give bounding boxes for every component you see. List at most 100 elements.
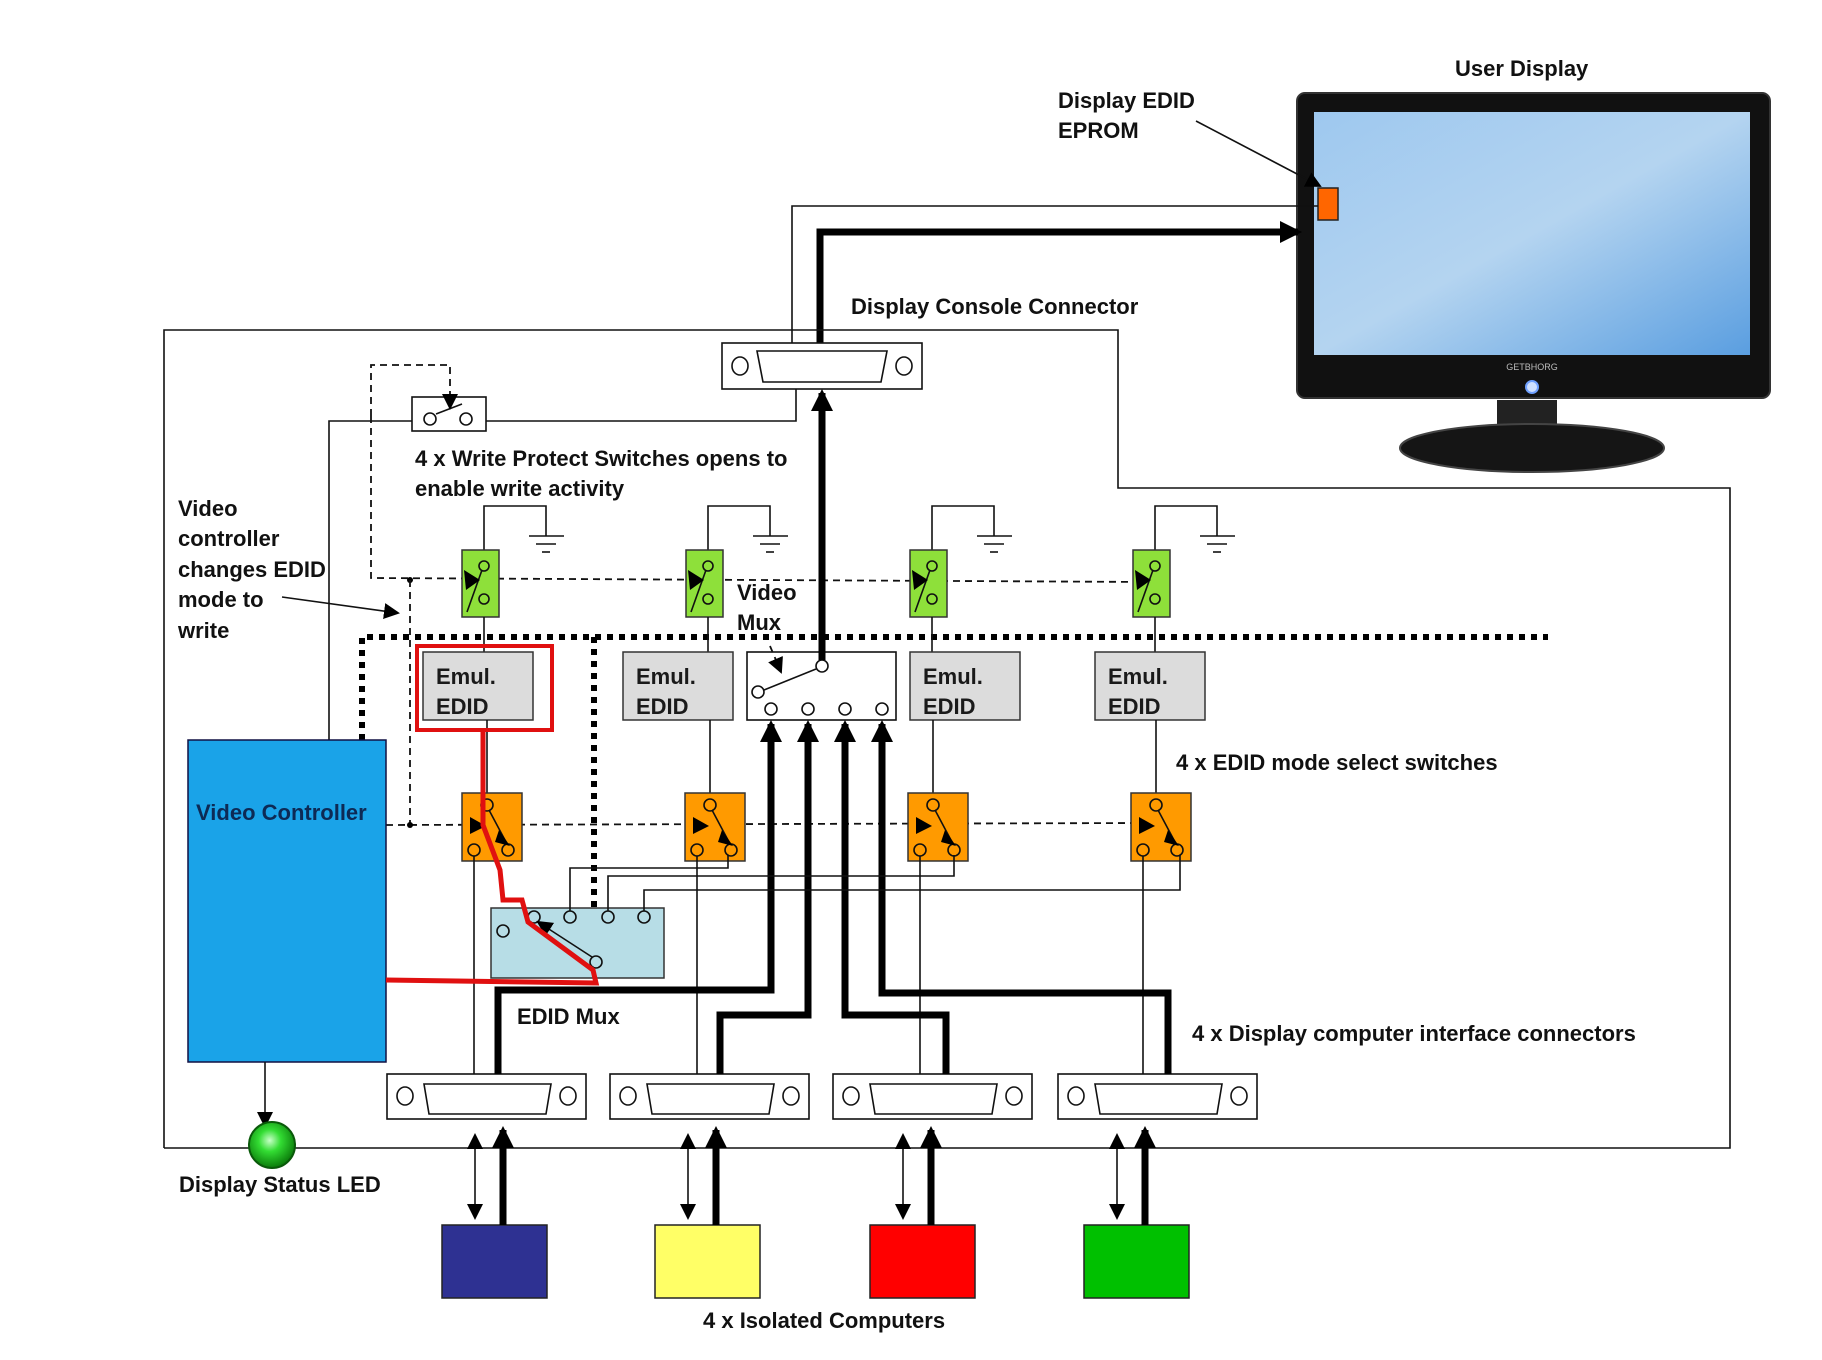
interface-connector-3-shell [869, 1083, 998, 1115]
write-protect-control-dashed [370, 364, 458, 416]
isolated-computer-3 [869, 1224, 976, 1299]
emul-edid-1-label-line1: Emul. [436, 664, 496, 689]
ddc-line-to-eprom [791, 205, 1318, 343]
write-protect-arrow-icon-4 [1135, 570, 1151, 590]
interface-connector-1-screw-left [396, 1086, 414, 1106]
emul-edid-1-label-line2: EDID [436, 694, 489, 719]
emul-edid-4 [1094, 651, 1206, 721]
write-protect-label-line1: 4 x Write Protect Switches opens to [415, 446, 787, 471]
edid-mux-contact [496, 924, 510, 938]
emul-edid-2 [622, 651, 734, 721]
mode-select-control-arrow-icon-4 [1139, 817, 1155, 834]
video-mux-common [815, 659, 829, 673]
video-line-2 [716, 720, 819, 1074]
write-protect-contact-2 [702, 593, 714, 605]
eprom-pointer-arrow [1195, 120, 1322, 187]
write-protect-bus-dashed [370, 416, 1151, 583]
interface-connector-2-screw-left [619, 1086, 637, 1106]
interface-connector-3 [832, 1073, 1033, 1120]
isolated-computer-2 [654, 1224, 761, 1299]
mode-select-arrow-icon-3 [941, 830, 956, 846]
write-protect-contact-3 [926, 560, 938, 572]
display-console-connector-label: Display Console Connector [851, 294, 1139, 319]
mode-select-common-3 [926, 798, 940, 812]
console-screw-right [895, 356, 913, 376]
mode-select-common-4 [1149, 798, 1163, 812]
interface-connector-4-screw-left [1067, 1086, 1085, 1106]
mode-sw3-to-edid-mux [607, 855, 955, 911]
ground-wire-1 [483, 505, 547, 550]
mode-sw2-to-edid-mux [569, 855, 729, 911]
display-edid-eprom-label-line1: Display EDID [1058, 88, 1195, 113]
interface-connector-1-shell [423, 1083, 552, 1115]
video-mux-contact [751, 685, 765, 699]
interface-connector-1-screw-right [559, 1086, 577, 1106]
write-protect-lever-4 [1137, 569, 1154, 613]
interface-connector-1 [386, 1073, 587, 1120]
interface-connector-4 [1057, 1073, 1258, 1120]
mode-select-arrow-icon-2 [718, 830, 733, 846]
emul-edid-3 [909, 651, 1021, 721]
write-protect-contact-4 [1149, 560, 1161, 572]
edid-mode-select-label: 4 x EDID mode select switches [1176, 750, 1498, 775]
isolation-boundary-dotted [359, 634, 1548, 740]
enclosure-outline [163, 329, 1731, 1149]
console-dsub-shell [756, 350, 888, 383]
mode-select-arrow-icon-1 [495, 830, 510, 846]
mode-select-switch-4 [1130, 792, 1192, 862]
video-controller-label: Video Controller [196, 800, 367, 825]
write-protect-master-switch [411, 396, 487, 432]
edid-mux-label: EDID Mux [517, 1004, 620, 1029]
display-status-led [248, 1121, 296, 1169]
write-protect-contact-2 [702, 560, 714, 572]
mode-sw4-to-edid-mux [643, 855, 1181, 911]
display-edid-eprom [1317, 187, 1339, 221]
vc-note-line5: write [177, 618, 229, 643]
video-line-3 [834, 720, 950, 1074]
monitor-brand: GETBHORG [1506, 362, 1558, 372]
display-console-connector [721, 342, 923, 390]
interface-connector-4-shell [1094, 1083, 1223, 1115]
write-protect-arrow-icon-3 [912, 570, 928, 590]
video-mux-label-line1: Video [737, 580, 797, 605]
mode-select-control-arrow-icon-3 [916, 817, 932, 834]
emul-edid-4-label-line2: EDID [1108, 694, 1161, 719]
monitor-screen [1314, 112, 1750, 355]
write-protect-label-line2: enable write activity [415, 476, 625, 501]
video-mux-label-line2: Mux [737, 610, 782, 635]
vc-note-arrow [281, 596, 400, 620]
emul-edid-1 [422, 651, 534, 721]
master-switch-to-console-line [486, 389, 797, 422]
write-protect-contact-3 [926, 593, 938, 605]
ground-wire-3 [931, 505, 995, 550]
highlighted-edid-path [385, 728, 600, 986]
isolated-computers-label: 4 x Isolated Computers [703, 1308, 945, 1333]
interface-connector-4-screw-right [1230, 1086, 1248, 1106]
mode-select-control-arrow-icon-2 [693, 817, 709, 834]
video-mux-input-3 [838, 702, 852, 716]
display-interface-label: 4 x Display computer interface connector… [1192, 1021, 1636, 1046]
write-protect-contact-4 [1149, 593, 1161, 605]
interface-connector-2-screw-right [782, 1086, 800, 1106]
ground-wire-4 [1154, 505, 1218, 550]
video-line-1 [494, 720, 782, 1074]
emul-edid-3-label-line2: EDID [923, 694, 976, 719]
vc-to-master-switch-line [328, 420, 412, 740]
video-controller [187, 739, 387, 1063]
write-protect-contact-1 [478, 593, 490, 605]
edid-mux-common [589, 955, 603, 969]
edid-mux-lever [536, 920, 593, 958]
write-protect-arrow-icon-2 [688, 570, 704, 590]
write-protect-lever-1 [466, 569, 483, 613]
write-protect-lever-3 [914, 569, 931, 613]
vc-note-line4: mode to [178, 587, 264, 612]
emul-edid-2-label-line1: Emul. [636, 664, 696, 689]
monitor-power-icon [1525, 380, 1539, 394]
emul-edid-2-label-line2: EDID [636, 694, 689, 719]
display-status-led-label: Display Status LED [179, 1172, 381, 1197]
emul-edid-3-label-line1: Emul. [923, 664, 983, 689]
interface-connector-2-shell [646, 1083, 775, 1115]
isolated-computer-1 [441, 1224, 548, 1299]
write-protect-contact-1 [478, 560, 490, 572]
display-edid-eprom-label-line2: EPROM [1058, 118, 1139, 143]
